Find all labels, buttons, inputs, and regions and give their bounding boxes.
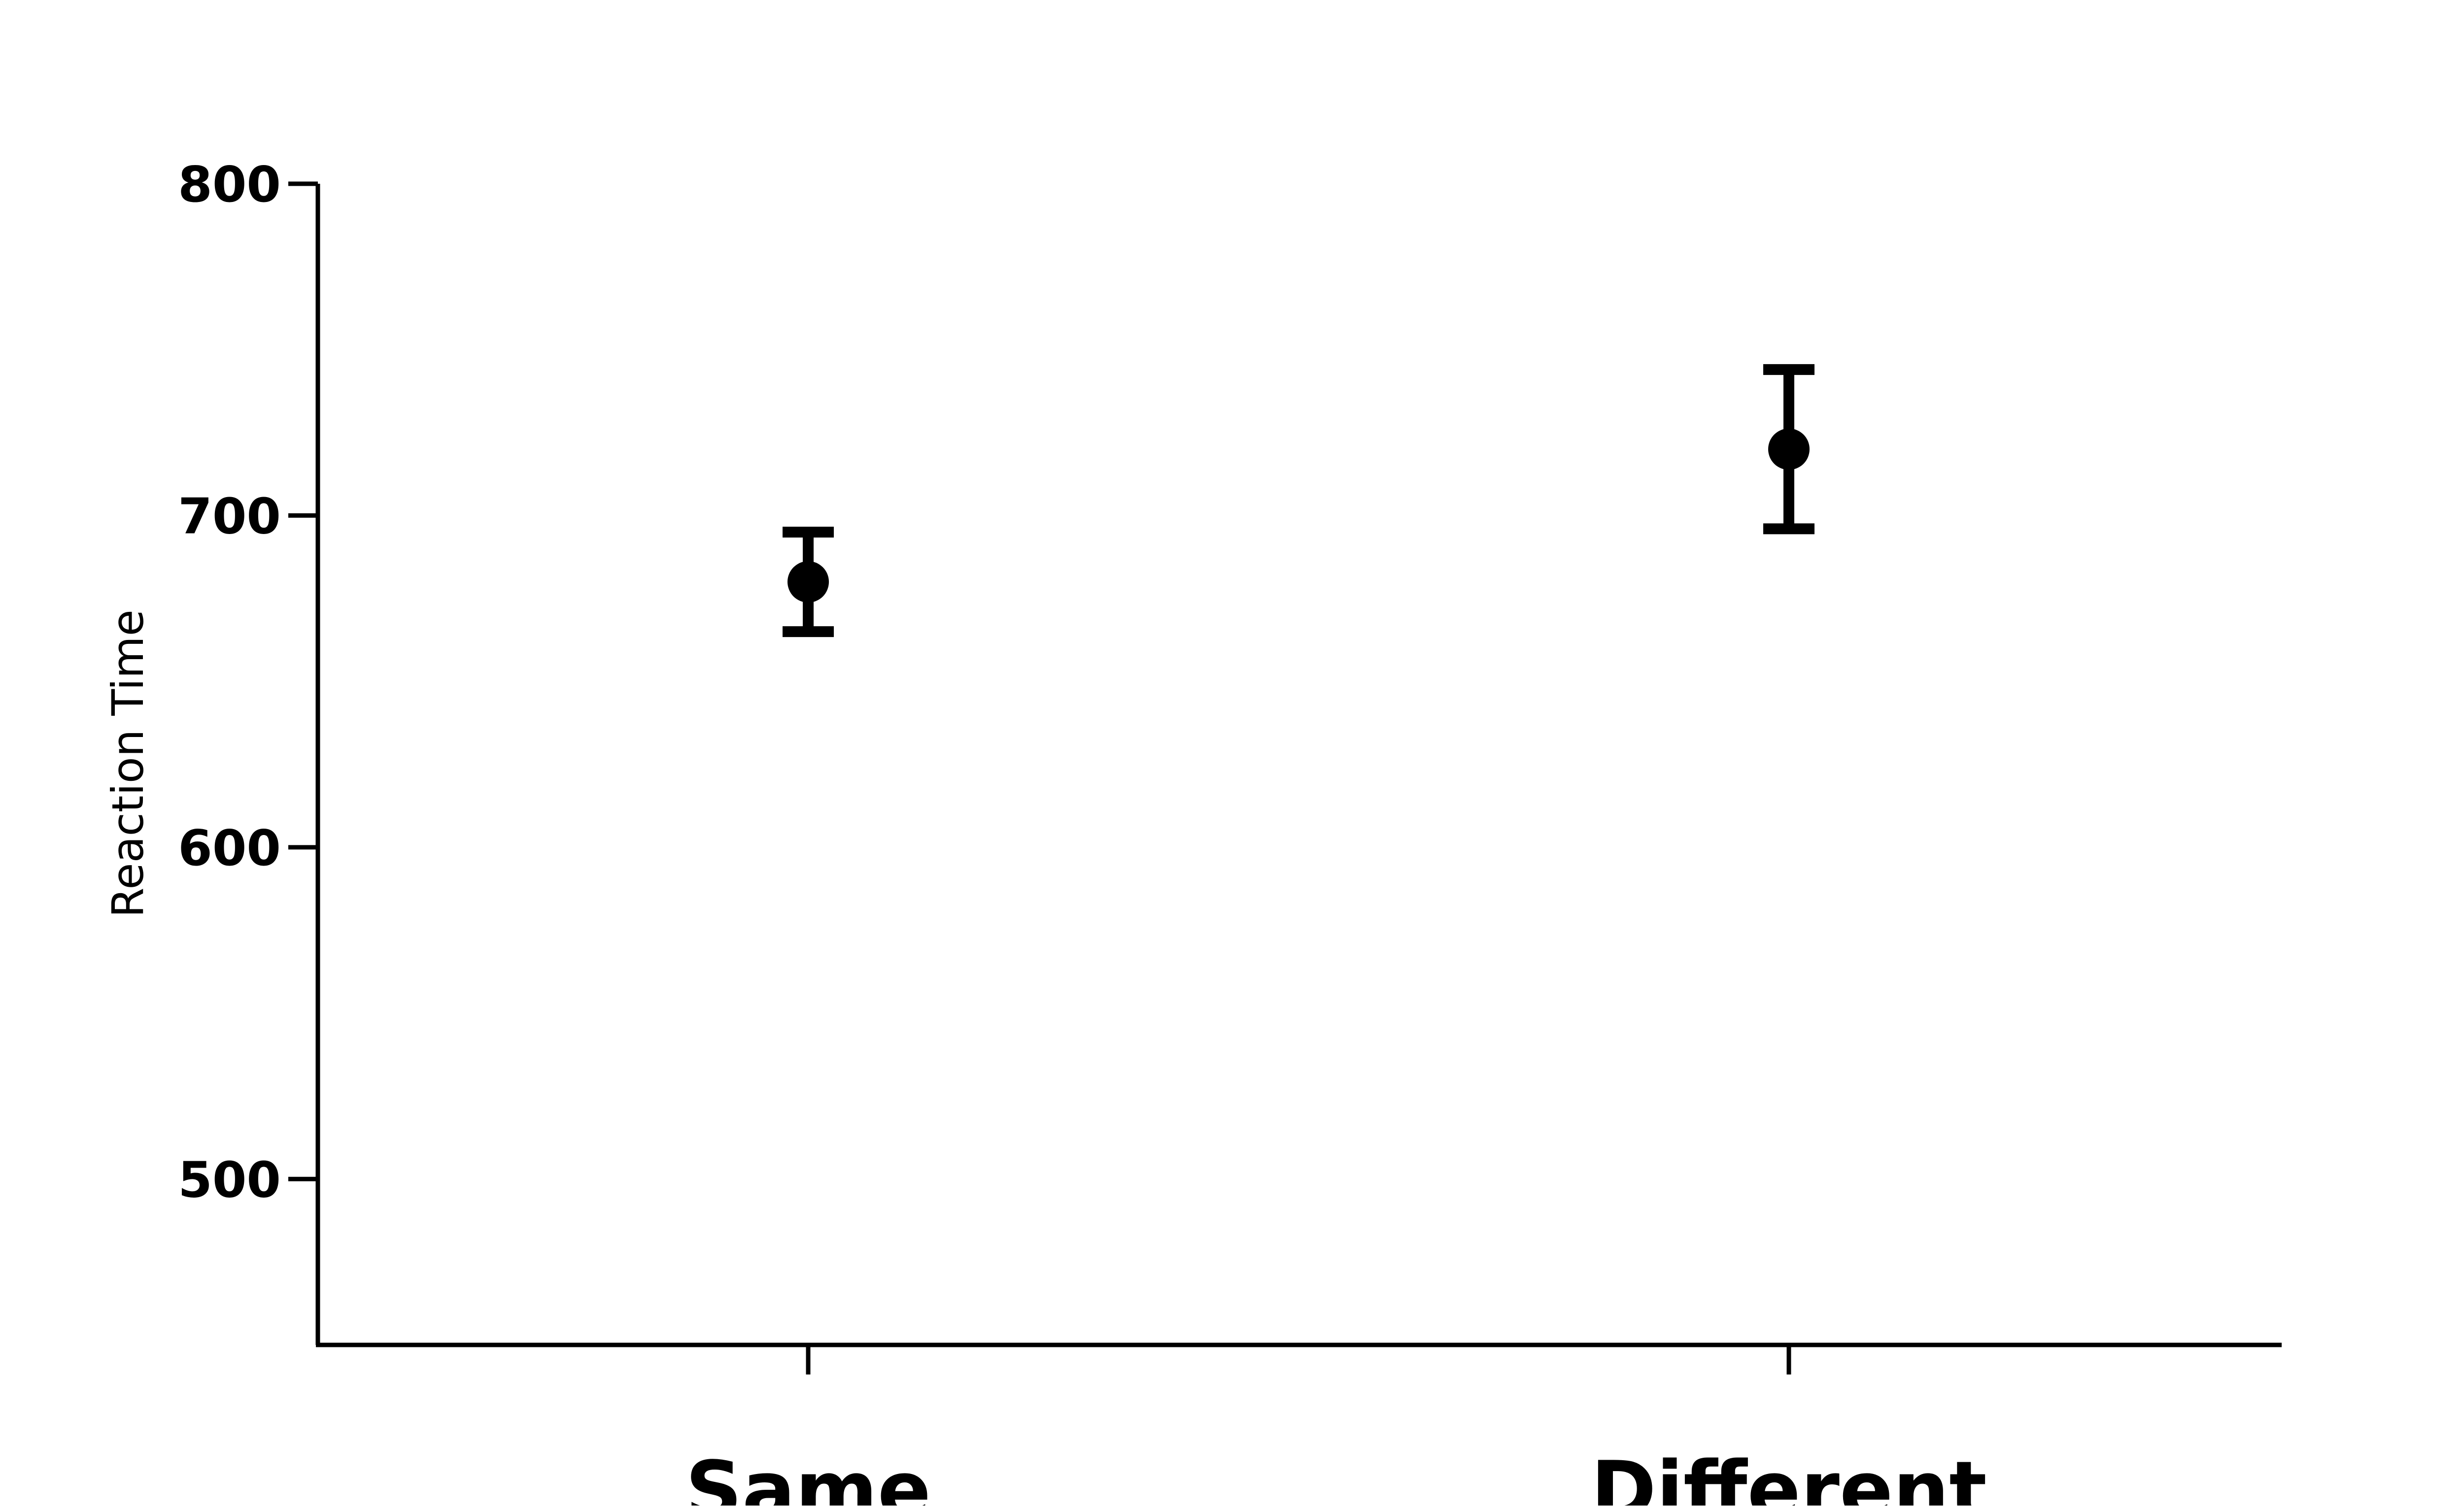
data-point xyxy=(787,561,829,603)
x-tick-label: Same xyxy=(685,1444,931,1506)
y-axis-title: Reaction Time xyxy=(103,609,153,918)
y-tick-label: 600 xyxy=(178,819,281,877)
x-tick-label: Different xyxy=(1591,1444,1987,1506)
y-tick-label: 700 xyxy=(178,487,281,545)
y-tick-label: 500 xyxy=(178,1151,281,1208)
data-point xyxy=(1768,428,1810,470)
y-tick-label: 800 xyxy=(178,156,281,213)
